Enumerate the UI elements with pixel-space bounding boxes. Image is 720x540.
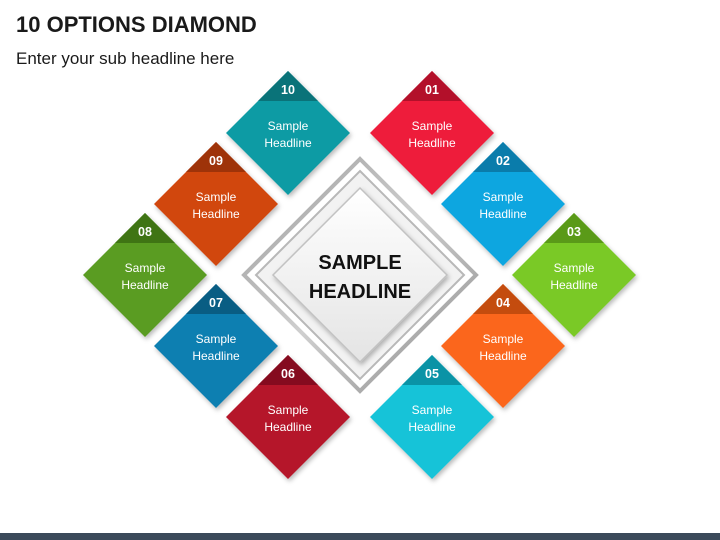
option-number: 02 [496,154,510,168]
center-diamond: SAMPLE HEADLINE [241,156,479,394]
option-tile-body [83,213,207,337]
option-label-line1: Sample [483,190,524,204]
option-tile-cap [258,355,318,385]
option-label-line1: Sample [412,119,453,133]
option-label-line2: Headline [192,349,240,363]
option-tile-cap [402,71,462,101]
option-tile-cap [115,213,175,243]
option-label-line2: Headline [264,136,312,150]
page-title: 10 OPTIONS DIAMOND [16,12,257,37]
option-number: 06 [281,367,295,381]
option-label-line2: Headline [479,349,527,363]
option-label-line2: Headline [408,136,456,150]
option-number: 05 [425,367,439,381]
option-tile-cap [544,213,604,243]
option-label-line1: Sample [483,332,524,346]
footer-bar [0,533,720,540]
center-headline-line2: HEADLINE [309,281,411,303]
option-label-line1: Sample [125,261,166,275]
option-label-line2: Headline [264,420,312,434]
option-label-line1: Sample [412,403,453,417]
option-label-line1: Sample [196,190,237,204]
option-number: 07 [209,296,223,310]
option-tile-cap [258,71,318,101]
option-tile-body [226,355,350,479]
option-tile-cap [402,355,462,385]
option-tile-body [441,142,565,266]
option-tile-body [370,355,494,479]
option-number: 09 [209,154,223,168]
option-label-line1: Sample [268,403,309,417]
option-tile-body [512,213,636,337]
page-subtitle: Enter your sub headline here [16,49,235,68]
option-label-line2: Headline [479,207,527,221]
option-label-line1: Sample [268,119,309,133]
option-tile-body [441,284,565,408]
option-number: 10 [281,83,295,97]
option-label-line2: Headline [192,207,240,221]
option-number: 04 [496,296,510,310]
option-tile-cap [473,284,533,314]
option-label-line2: Headline [550,278,598,292]
option-tile-cap [473,142,533,172]
option-tile-body [226,71,350,195]
option-tile-body [154,142,278,266]
option-label-line1: Sample [196,332,237,346]
option-label-line2: Headline [408,420,456,434]
option-number: 08 [138,225,152,239]
center-inner-diamond [271,186,449,364]
option-label-line1: Sample [554,261,595,275]
option-label-line2: Headline [121,278,169,292]
option-tile-body [154,284,278,408]
option-number: 03 [567,225,581,239]
option-tile-body [370,71,494,195]
option-tile-cap [186,284,246,314]
center-headline-line1: SAMPLE [318,252,401,274]
option-number: 01 [425,83,439,97]
option-tile-cap [186,142,246,172]
